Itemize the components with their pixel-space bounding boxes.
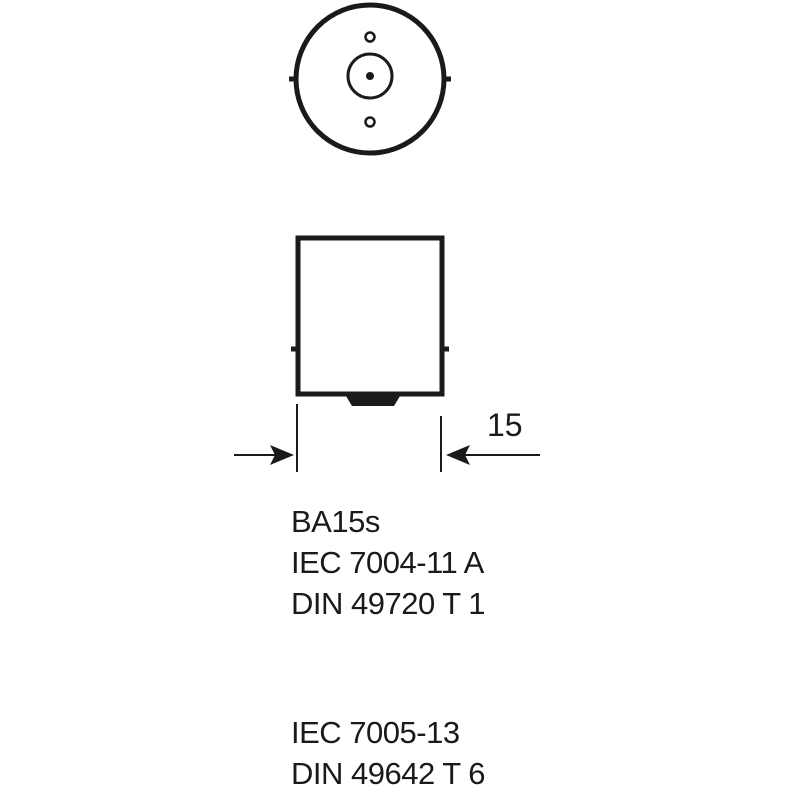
arrow-right-head: [446, 445, 470, 465]
base-side-view: [291, 235, 449, 406]
base-top-view: [289, 2, 451, 156]
base-body: [295, 235, 445, 397]
spec-line: DIN 49720 T 1: [291, 586, 486, 621]
dimension-width: 15: [234, 404, 540, 472]
spec-block-secondary: IEC 7005-13 DIN 49642 T 6: [291, 712, 486, 794]
contact-ring: [346, 52, 394, 100]
spec-line: DIN 49642 T 6: [291, 756, 486, 791]
spec-line: BA15s: [291, 504, 380, 539]
dimension-label: 15: [487, 407, 523, 443]
base-contact-tip: [346, 396, 400, 406]
contact-center-dot: [366, 72, 374, 80]
spec-line: IEC 7004-11 A: [291, 545, 484, 580]
spec-block-primary: BA15s IEC 7004-11 A DIN 49720 T 1: [291, 501, 486, 624]
arrow-left-head: [270, 445, 294, 465]
hole-top: [364, 31, 376, 43]
hole-bottom: [364, 116, 376, 128]
spec-line: IEC 7005-13: [291, 715, 460, 750]
